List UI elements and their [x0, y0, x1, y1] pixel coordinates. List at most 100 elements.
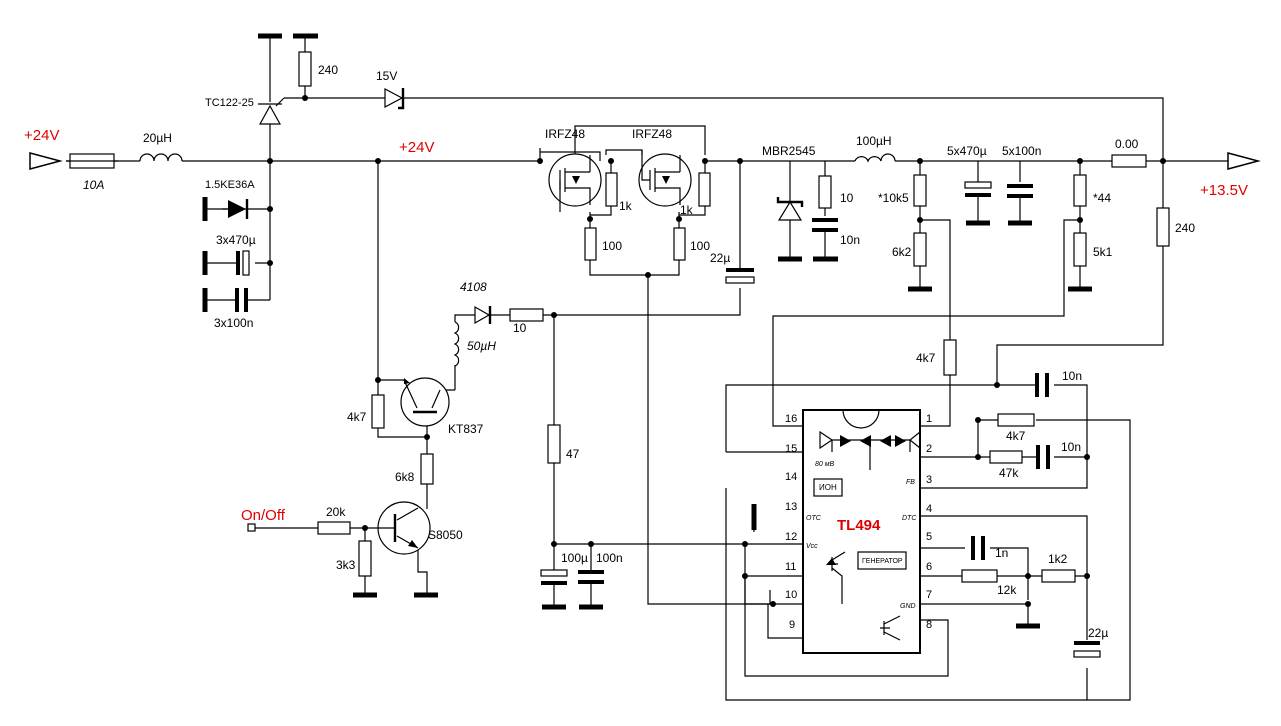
svg-text:7: 7	[926, 589, 932, 601]
mosfet-2: IRFZ48	[632, 127, 692, 207]
svg-text:8: 8	[926, 619, 932, 631]
svg-text:80 мВ: 80 мВ	[815, 461, 835, 468]
tl494-ic: TL494 ИОН ГЕНЕРАТОР 80 мВ OTC Vcc DTC FB…	[785, 409, 932, 654]
vcc-elcap: 100µ	[540, 551, 588, 610]
transistor-s8050: S8050	[377, 501, 463, 598]
svg-text:Vcc: Vcc	[806, 543, 818, 550]
input-inductor-label: 20µH	[143, 131, 172, 145]
svg-text:3x100n: 3x100n	[214, 316, 253, 330]
fuse: 10A	[66, 153, 118, 192]
svg-text:10n: 10n	[1061, 440, 1081, 454]
svg-text:10: 10	[840, 191, 854, 205]
shunt-resistor: 0.00	[1111, 137, 1147, 168]
svg-text:IRFZ48: IRFZ48	[632, 127, 672, 141]
svg-text:4108: 4108	[460, 280, 487, 294]
wiring	[66, 36, 1228, 701]
svg-text:1k: 1k	[619, 199, 633, 213]
svg-text:IRFZ48: IRFZ48	[545, 127, 585, 141]
svg-text:S8050: S8050	[428, 528, 463, 542]
svg-text:OTC: OTC	[806, 515, 822, 522]
resistor-div2-bot: 5k1	[1068, 232, 1113, 292]
output-cap: 5x100n	[1002, 144, 1041, 226]
resistor-gs-1: 1k	[605, 172, 633, 213]
svg-text:14: 14	[785, 471, 797, 483]
svg-text:240: 240	[1175, 221, 1195, 235]
svg-text:1k: 1k	[680, 203, 694, 217]
svg-text:100µH: 100µH	[856, 134, 892, 148]
output-terminal: +13.5V	[1200, 152, 1261, 199]
input-inductor: 20µH	[139, 131, 183, 162]
snubber-cap: 10n	[812, 218, 860, 262]
svg-text:4k7: 4k7	[1006, 429, 1026, 443]
svg-text:6: 6	[926, 561, 932, 573]
svg-text:*44: *44	[1093, 191, 1111, 205]
resistor-fb-4k7: 4k7	[916, 339, 957, 376]
svg-text:1.5KE36A: 1.5KE36A	[205, 179, 255, 191]
cap-comp-2: 10n	[1036, 440, 1081, 469]
resistor-div1-top: *10k5	[878, 174, 927, 207]
cap-timing: 1n	[971, 536, 1008, 560]
svg-text:4k7: 4k7	[347, 410, 367, 424]
svg-text:6k2: 6k2	[892, 245, 912, 259]
ic-generator-block	[857, 551, 907, 570]
transistor-kt837: KT837	[400, 377, 484, 436]
svg-text:GND: GND	[900, 603, 916, 610]
input-elcap: 3x470µ	[202, 233, 256, 276]
svg-text:1k2: 1k2	[1048, 552, 1068, 566]
svg-text:22µ: 22µ	[1088, 626, 1108, 640]
thyristor-label: TC122-25	[205, 97, 254, 109]
svg-text:12k: 12k	[997, 583, 1017, 597]
svg-text:2: 2	[926, 443, 932, 455]
svg-text:100µ: 100µ	[561, 551, 588, 565]
resistor-gate-240: 240	[293, 33, 338, 87]
resistor-comp-47k: 47k	[989, 450, 1023, 480]
svg-text:0.00: 0.00	[1115, 137, 1139, 151]
svg-text:22µ: 22µ	[710, 251, 730, 265]
svg-text:13: 13	[785, 501, 797, 513]
output-elcap: 5x470µ	[947, 144, 992, 226]
svg-text:5x100n: 5x100n	[1002, 144, 1041, 158]
resistor-driver-47: 47	[547, 424, 580, 464]
resistor-gate-1: 100	[584, 227, 622, 261]
boot-resistor: 10	[509, 308, 544, 335]
resistor-gs-2: 1k	[680, 172, 711, 217]
resistor-out-240: 240	[1156, 207, 1195, 247]
output-inductor: 100µH	[854, 134, 896, 163]
cap-boot: 22µ	[710, 251, 755, 284]
svg-text:20k: 20k	[326, 505, 346, 519]
resistor-div1-bot: 6k2	[892, 232, 932, 292]
ic-ref-block	[813, 478, 843, 497]
svg-text:*10k5: *10k5	[878, 191, 909, 205]
svg-text:11: 11	[785, 561, 796, 573]
onoff-input: On/Off	[241, 507, 286, 532]
svg-text:9: 9	[789, 619, 795, 631]
boot-inductor: 50µH	[453, 321, 496, 367]
boot-diode: 4108	[460, 280, 492, 325]
svg-text:100: 100	[690, 239, 710, 253]
svg-text:ГЕНЕРАТОР: ГЕНЕРАТОР	[862, 558, 903, 565]
svg-text:4: 4	[926, 503, 932, 515]
resistor-be-4k7: 4k7	[347, 394, 385, 429]
rail-voltage-label: +24V	[399, 139, 434, 156]
resistor-comp-4k7: 4k7	[997, 413, 1035, 443]
svg-text:ИОН: ИОН	[819, 483, 837, 492]
svg-text:3x470µ: 3x470µ	[216, 233, 256, 247]
resistor-6k8: 6k8	[395, 453, 434, 485]
svg-text:240: 240	[318, 63, 338, 77]
cap-soft: 22µ	[1073, 626, 1108, 658]
svg-text:10: 10	[513, 321, 527, 335]
mosfet-1: IRFZ48	[545, 127, 602, 212]
resistor-gate-2: 100	[673, 227, 710, 261]
snubber-resistor: 10	[818, 175, 854, 209]
svg-text:10n: 10n	[1062, 369, 1082, 383]
svg-text:5k1: 5k1	[1093, 245, 1113, 259]
svg-text:47k: 47k	[999, 466, 1019, 480]
cap-comp-1: 10n	[1035, 369, 1082, 397]
schottky-diode: MBR2545	[762, 144, 816, 262]
svg-text:DTC: DTC	[902, 515, 917, 522]
svg-text:15V: 15V	[376, 69, 397, 83]
svg-text:FB: FB	[906, 479, 915, 486]
svg-text:100n: 100n	[596, 551, 623, 565]
svg-text:5: 5	[926, 531, 932, 543]
